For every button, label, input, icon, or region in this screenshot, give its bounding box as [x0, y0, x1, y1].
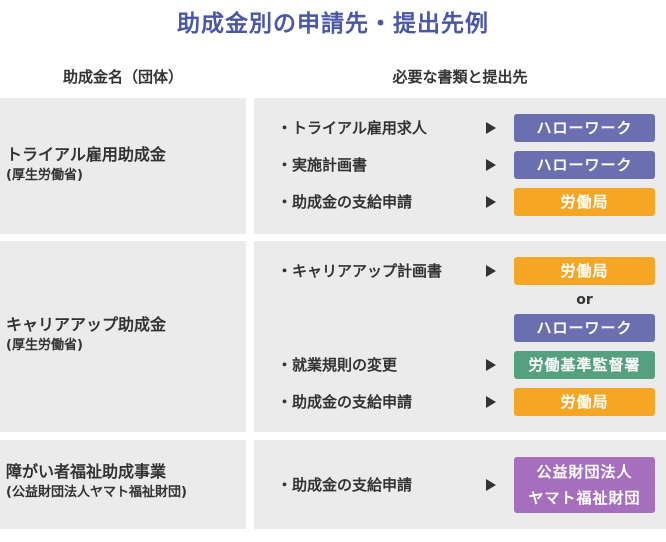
- grant-cell-trial: [0, 98, 246, 234]
- column-header-grant-name: 助成金名（団体）: [62, 68, 183, 86]
- arrow-right-icon: [486, 196, 496, 208]
- grant-cell-career-up: [0, 241, 246, 432]
- grant-title: 障がい者福祉助成事業: [6, 462, 167, 481]
- grant-organization: (厚生労働省): [6, 168, 83, 183]
- destination-badge-alternate: ハローワーク: [514, 314, 655, 342]
- document-item: ・実施計画書: [277, 156, 368, 174]
- grant-title: キャリアアップ助成金: [6, 315, 167, 334]
- document-item: ・助成金の支給申請: [277, 476, 413, 494]
- arrow-right-icon: [486, 159, 496, 171]
- arrow-right-icon: [486, 396, 496, 408]
- arrow-right-icon: [486, 479, 496, 491]
- grant-organization: (厚生労働省): [6, 338, 83, 353]
- grant-cell-disability: [0, 440, 246, 529]
- arrow-right-icon: [486, 122, 496, 134]
- destination-badge: 労働局: [514, 188, 655, 216]
- destination-badge: ハローワーク: [514, 114, 655, 142]
- or-separator: or: [576, 292, 593, 308]
- grant-name-trial: トライアル雇用助成金 (厚生労働省): [6, 144, 166, 186]
- destination-badge: 労働局: [514, 257, 655, 285]
- document-item: ・助成金の支給申請: [277, 393, 413, 411]
- arrow-right-icon: [486, 359, 496, 371]
- grant-name-career-up: キャリアアップ助成金 (厚生労働省): [6, 314, 166, 356]
- document-item: ・キャリアアップ計画書: [277, 262, 443, 280]
- document-item: ・トライアル雇用求人: [277, 119, 427, 137]
- grant-organization: (公益財団法人ヤマト福祉財団): [6, 485, 187, 500]
- grant-title: トライアル雇用助成金: [6, 145, 166, 164]
- destination-badge: 労働局: [514, 388, 655, 416]
- destination-badge: 労働基準監督署: [514, 351, 655, 379]
- grant-name-disability: 障がい者福祉助成事業 (公益財団法人ヤマト福祉財団): [6, 461, 187, 503]
- destination-line: ヤマト福祉財団: [528, 489, 641, 507]
- column-header-documents: 必要な書類と提出先: [392, 68, 528, 86]
- document-item: ・助成金の支給申請: [277, 193, 413, 211]
- destination-line: 公益財団法人: [536, 463, 633, 481]
- arrow-right-icon: [486, 265, 496, 277]
- document-item: ・就業規則の変更: [277, 356, 398, 374]
- page-title: 助成金別の申請先・提出先例: [177, 11, 489, 37]
- destination-badge: ハローワーク: [514, 151, 655, 179]
- destination-badge: 公益財団法人 ヤマト福祉財団: [514, 457, 655, 513]
